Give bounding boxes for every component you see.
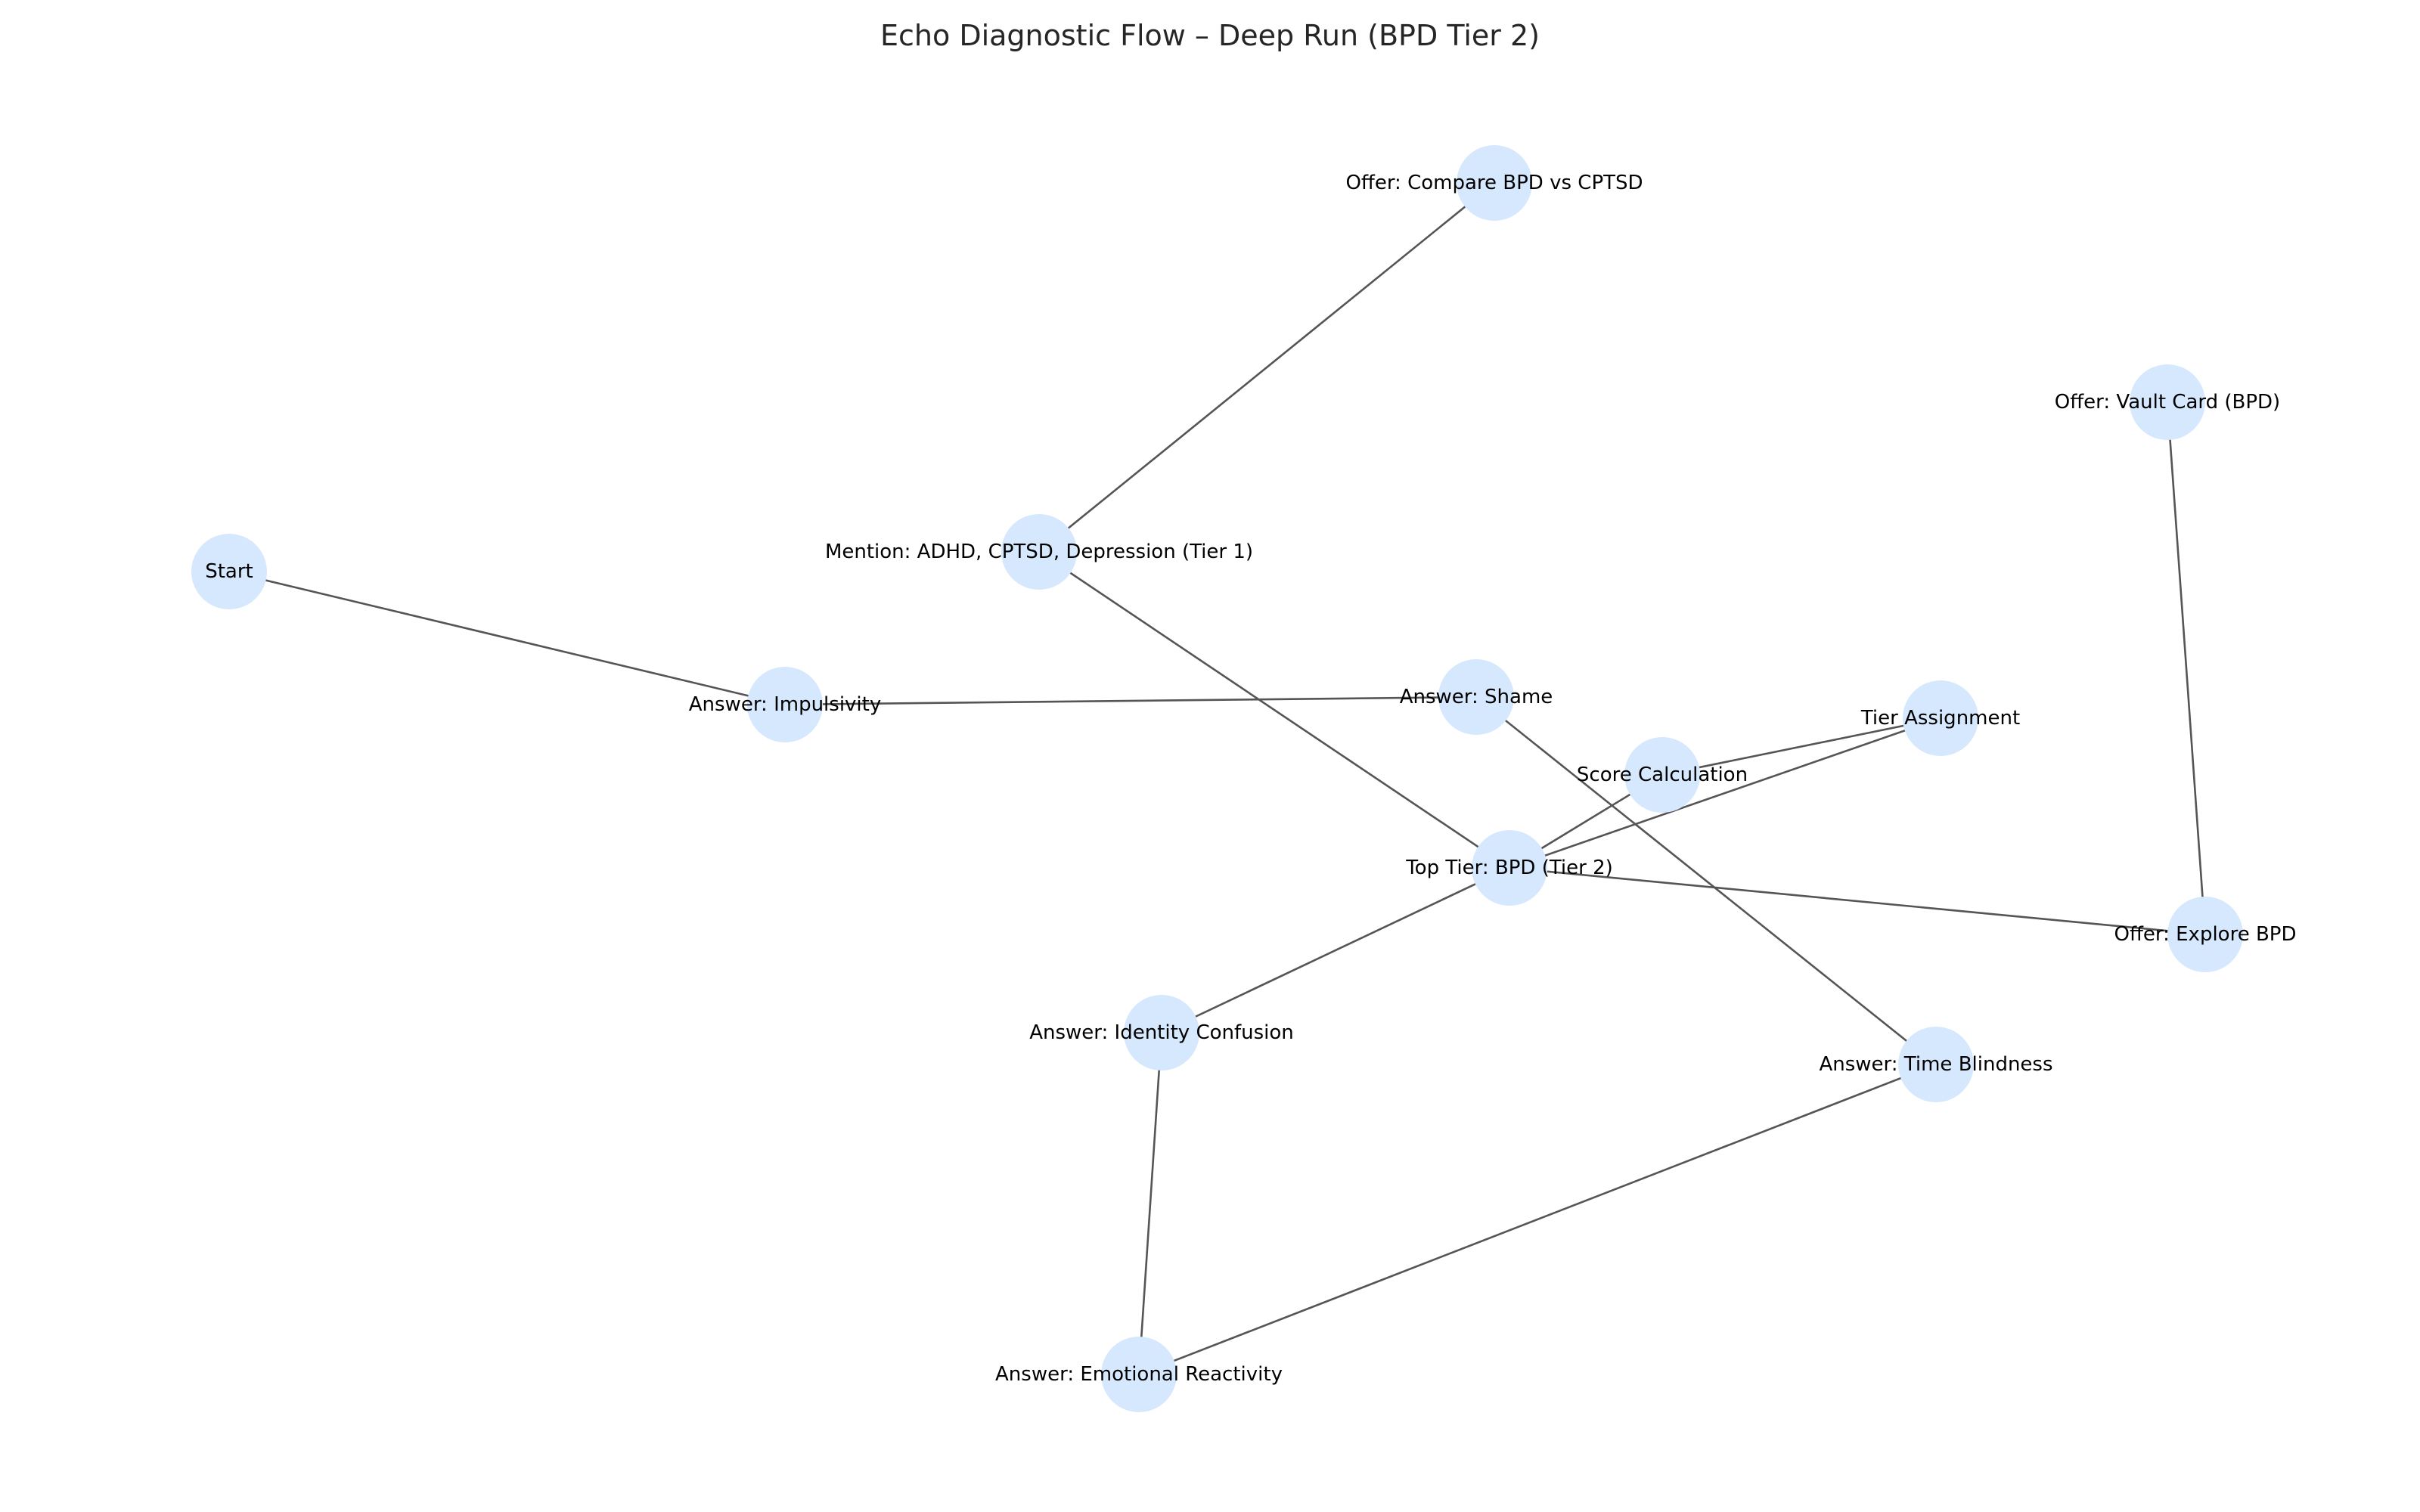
edges-layer bbox=[228, 181, 2207, 1376]
node-label-shame: Answer: Shame bbox=[1400, 686, 1553, 708]
node-top_tier: Top Tier: BPD (Tier 2) bbox=[1405, 830, 1613, 906]
edge-impulsivity-to-shame bbox=[784, 696, 1477, 706]
edge-top_tier-to-explore_bpd bbox=[1509, 866, 2206, 936]
node-circle-explore_bpd bbox=[2167, 897, 2243, 972]
edge-emotional_reactivity-to-identity_confusion bbox=[1137, 1032, 1163, 1375]
node-label-impulsivity: Answer: Impulsivity bbox=[689, 693, 882, 716]
node-label-top_tier: Top Tier: BPD (Tier 2) bbox=[1405, 857, 1613, 879]
edge-explore_bpd-to-vault_card bbox=[2166, 401, 2207, 935]
node-mention: Mention: ADHD, CPTSD, Depression (Tier 1… bbox=[825, 514, 1253, 590]
node-label-vault_card: Offer: Vault Card (BPD) bbox=[2055, 391, 2280, 414]
node-circle-score_calc bbox=[1624, 737, 1700, 813]
node-score_calc: Score Calculation bbox=[1577, 737, 1748, 813]
node-emotional_reactivity: Answer: Emotional Reactivity bbox=[995, 1337, 1283, 1412]
node-circle-impulsivity bbox=[747, 667, 823, 742]
node-compare: Offer: Compare BPD vs CPTSD bbox=[1345, 145, 1643, 221]
edge-mention-to-compare bbox=[1038, 181, 1495, 553]
node-circle-vault_card bbox=[2130, 364, 2205, 440]
edge-shame-to-time_blindness bbox=[1475, 696, 1937, 1066]
node-circle-shame bbox=[1438, 659, 1514, 735]
node-label-identity_confusion: Answer: Identity Confusion bbox=[1029, 1021, 1294, 1044]
edge-start-to-impulsivity bbox=[228, 570, 786, 706]
edge-identity_confusion-to-top_tier bbox=[1161, 866, 1510, 1034]
node-impulsivity: Answer: Impulsivity bbox=[689, 667, 882, 742]
node-label-tier_assignment: Tier Assignment bbox=[1860, 707, 2020, 730]
node-label-time_blindness: Answer: Time Blindness bbox=[1819, 1053, 2052, 1076]
node-vault_card: Offer: Vault Card (BPD) bbox=[2055, 364, 2280, 440]
edge-score_calc-to-tier_assignment bbox=[1661, 717, 1941, 776]
node-circle-top_tier bbox=[1472, 830, 1547, 906]
node-circle-emotional_reactivity bbox=[1101, 1337, 1177, 1412]
node-circle-identity_confusion bbox=[1124, 995, 1199, 1070]
node-label-mention: Mention: ADHD, CPTSD, Depression (Tier 1… bbox=[825, 541, 1253, 563]
node-identity_confusion: Answer: Identity Confusion bbox=[1029, 995, 1294, 1070]
node-label-explore_bpd: Offer: Explore BPD bbox=[2114, 923, 2297, 946]
node-shame: Answer: Shame bbox=[1400, 659, 1553, 735]
node-label-start: Start bbox=[205, 560, 253, 583]
edge-time_blindness-to-emotional_reactivity bbox=[1138, 1063, 1937, 1376]
node-label-score_calc: Score Calculation bbox=[1577, 764, 1748, 786]
node-circle-start bbox=[191, 534, 267, 609]
node-label-emotional_reactivity: Answer: Emotional Reactivity bbox=[995, 1363, 1283, 1386]
node-circle-time_blindness bbox=[1898, 1027, 1974, 1102]
node-circle-mention bbox=[1001, 514, 1077, 590]
edge-top_tier-to-tier_assignment bbox=[1509, 717, 1941, 869]
diagram-title: Echo Diagnostic Flow – Deep Run (BPD Tie… bbox=[880, 19, 1540, 52]
node-label-compare: Offer: Compare BPD vs CPTSD bbox=[1345, 172, 1643, 194]
node-circle-tier_assignment bbox=[1903, 680, 1978, 756]
node-circle-compare bbox=[1457, 145, 1532, 221]
node-tier_assignment: Tier Assignment bbox=[1860, 680, 2020, 756]
node-start: Start bbox=[191, 534, 267, 609]
edge-top_tier-to-mention bbox=[1038, 550, 1510, 869]
node-explore_bpd: Offer: Explore BPD bbox=[2114, 897, 2297, 972]
node-time_blindness: Answer: Time Blindness bbox=[1819, 1027, 2053, 1102]
